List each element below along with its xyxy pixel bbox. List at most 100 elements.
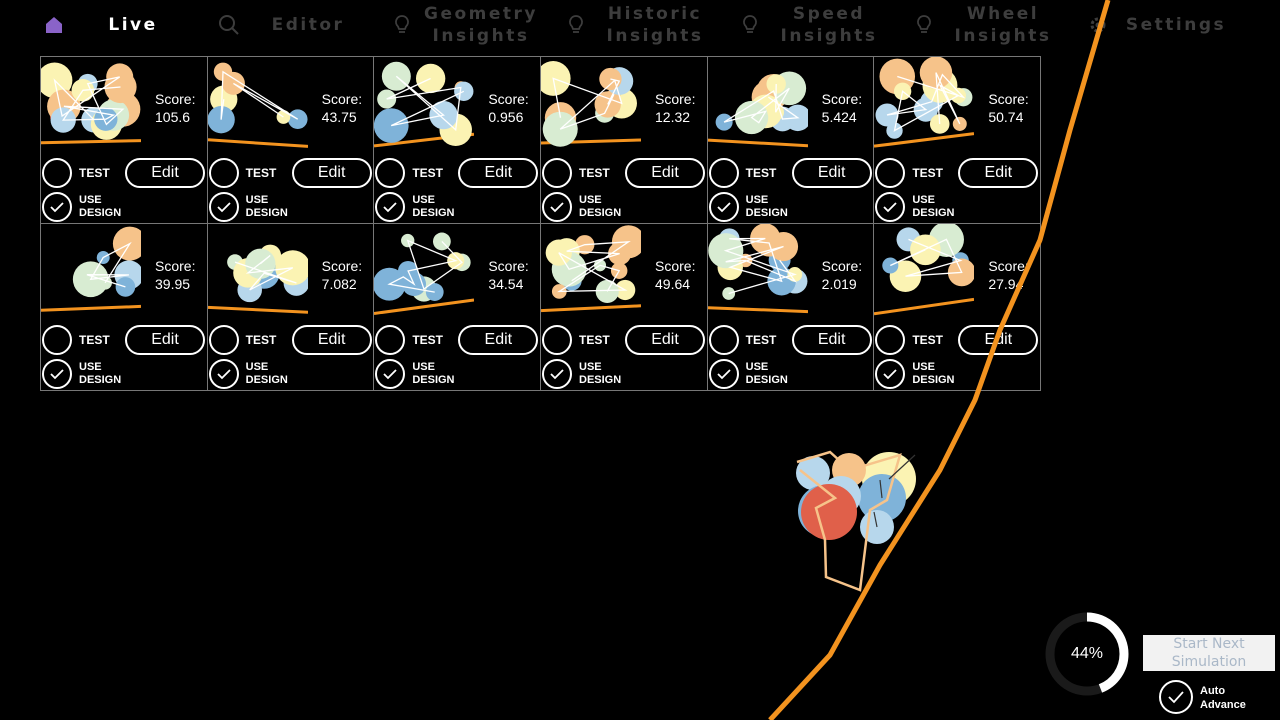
edit-button[interactable]: Edit <box>958 325 1039 355</box>
tab-editor-icon-wrap[interactable] <box>218 0 240 50</box>
test-label: TEST <box>245 333 277 347</box>
use-design-toggle[interactable] <box>375 192 406 222</box>
tab-live[interactable]: Live <box>88 0 178 50</box>
test-toggle[interactable] <box>208 158 239 188</box>
use-design-toggle[interactable] <box>375 359 406 389</box>
tab-wheel-icon-wrap[interactable] <box>915 0 933 50</box>
score-label: Score: <box>988 91 1029 107</box>
use-design-toggle[interactable] <box>542 359 572 389</box>
check-icon <box>717 202 731 213</box>
score-label: Score: <box>655 91 696 107</box>
use-design-toggle[interactable] <box>875 192 906 222</box>
edit-button[interactable]: Edit <box>625 325 705 355</box>
start-next-simulation-button[interactable]: Start Next Simulation <box>1143 635 1275 671</box>
design-thumbnail <box>374 232 475 315</box>
use-design-toggle[interactable] <box>875 359 906 389</box>
thumb-wheel <box>41 62 73 99</box>
thumb-wheel <box>416 63 446 94</box>
search-icon <box>218 14 240 36</box>
tab-settings[interactable]: Settings <box>1124 0 1228 50</box>
wheel <box>862 452 916 506</box>
thumb-frame <box>387 239 464 293</box>
thumb-wheel <box>276 110 290 124</box>
test-label: TEST <box>412 166 443 180</box>
wheel <box>796 456 830 490</box>
design-thumbnail <box>207 244 308 314</box>
score-label: Score: <box>488 91 529 107</box>
use-design-toggle[interactable] <box>708 359 739 389</box>
thumb-frame <box>86 241 132 288</box>
design-thumbnail <box>707 224 808 314</box>
edit-button[interactable]: Edit <box>458 325 539 355</box>
use-design-toggle[interactable] <box>42 192 72 222</box>
test-label: TEST <box>245 166 277 180</box>
test-toggle[interactable] <box>708 158 739 188</box>
tab-historic-insights[interactable]: Historic Insights <box>594 0 716 50</box>
thumb-ground <box>707 306 808 314</box>
edit-button[interactable]: Edit <box>791 158 872 188</box>
use-design-label: USE DESIGN <box>579 361 622 386</box>
tab-geometry-insights[interactable]: Geometry Insights <box>420 0 542 50</box>
thumb-ground <box>207 305 308 314</box>
edit-button[interactable]: Edit <box>625 158 705 188</box>
tab-historic-label: Historic Insights <box>606 4 704 46</box>
edit-button[interactable]: Edit <box>458 158 539 188</box>
thumb-frame <box>557 240 631 293</box>
thumb-ground <box>374 298 475 315</box>
design-card: Score: 27.94 TEST Edit USE DESIGN <box>874 224 1041 391</box>
tab-editor[interactable]: Editor <box>258 0 358 50</box>
score-label: Score: <box>821 91 863 107</box>
test-toggle[interactable] <box>375 158 406 188</box>
use-design-toggle[interactable] <box>208 192 239 222</box>
use-design-toggle[interactable] <box>42 359 72 389</box>
design-card: Score: 105.6 TEST Edit USE DESIGN <box>41 57 208 224</box>
tab-wheel-label: Wheel Insights <box>954 4 1052 46</box>
edit-button[interactable]: Edit <box>958 158 1039 188</box>
use-design-toggle[interactable] <box>542 192 572 222</box>
lightbulb-icon <box>915 14 933 36</box>
auto-advance-toggle[interactable] <box>1159 680 1193 714</box>
edit-button[interactable]: Edit <box>791 325 872 355</box>
test-toggle[interactable] <box>208 325 239 355</box>
design-card: Score: 43.75 TEST Edit USE DESIGN <box>207 57 375 224</box>
test-toggle[interactable] <box>42 325 72 355</box>
design-thumbnail <box>41 62 141 145</box>
tab-geometry-icon-wrap[interactable] <box>393 0 411 50</box>
check-icon <box>383 202 397 213</box>
use-design-label: USE DESIGN <box>412 361 455 386</box>
test-toggle[interactable] <box>42 158 72 188</box>
edit-button[interactable]: Edit <box>291 158 372 188</box>
tab-speed-icon-wrap[interactable] <box>741 0 759 50</box>
check-icon <box>550 202 564 213</box>
wheel <box>821 476 861 516</box>
wheel <box>798 485 850 537</box>
test-toggle[interactable] <box>708 325 739 355</box>
test-toggle[interactable] <box>375 325 406 355</box>
test-toggle[interactable] <box>875 325 906 355</box>
tab-wheel-insights[interactable]: Wheel Insights <box>942 0 1064 50</box>
tab-settings-icon-wrap[interactable] <box>1088 0 1108 50</box>
test-toggle[interactable] <box>542 325 572 355</box>
test-label: TEST <box>912 166 943 180</box>
use-design-toggle[interactable] <box>208 359 239 389</box>
tab-speed-insights[interactable]: Speed Insights <box>768 0 890 50</box>
use-design-label: USE DESIGN <box>412 194 455 219</box>
test-toggle[interactable] <box>875 158 906 188</box>
tab-historic-icon-wrap[interactable] <box>567 0 585 50</box>
edit-button[interactable]: Edit <box>125 325 205 355</box>
use-design-label: USE DESIGN <box>245 194 288 219</box>
score-value: 43.75 <box>321 109 357 125</box>
check-icon <box>883 202 897 213</box>
use-design-toggle[interactable] <box>708 192 739 222</box>
test-label: TEST <box>579 166 610 180</box>
check-icon <box>550 369 564 380</box>
edit-button[interactable]: Edit <box>291 325 372 355</box>
edit-button[interactable]: Edit <box>125 158 205 188</box>
check-icon <box>717 369 731 380</box>
wheel <box>801 484 857 540</box>
test-label: TEST <box>745 166 777 180</box>
home-button[interactable] <box>44 0 64 50</box>
test-toggle[interactable] <box>542 158 572 188</box>
use-design-label: USE DESIGN <box>79 194 122 219</box>
tab-live-label: Live <box>108 15 158 35</box>
